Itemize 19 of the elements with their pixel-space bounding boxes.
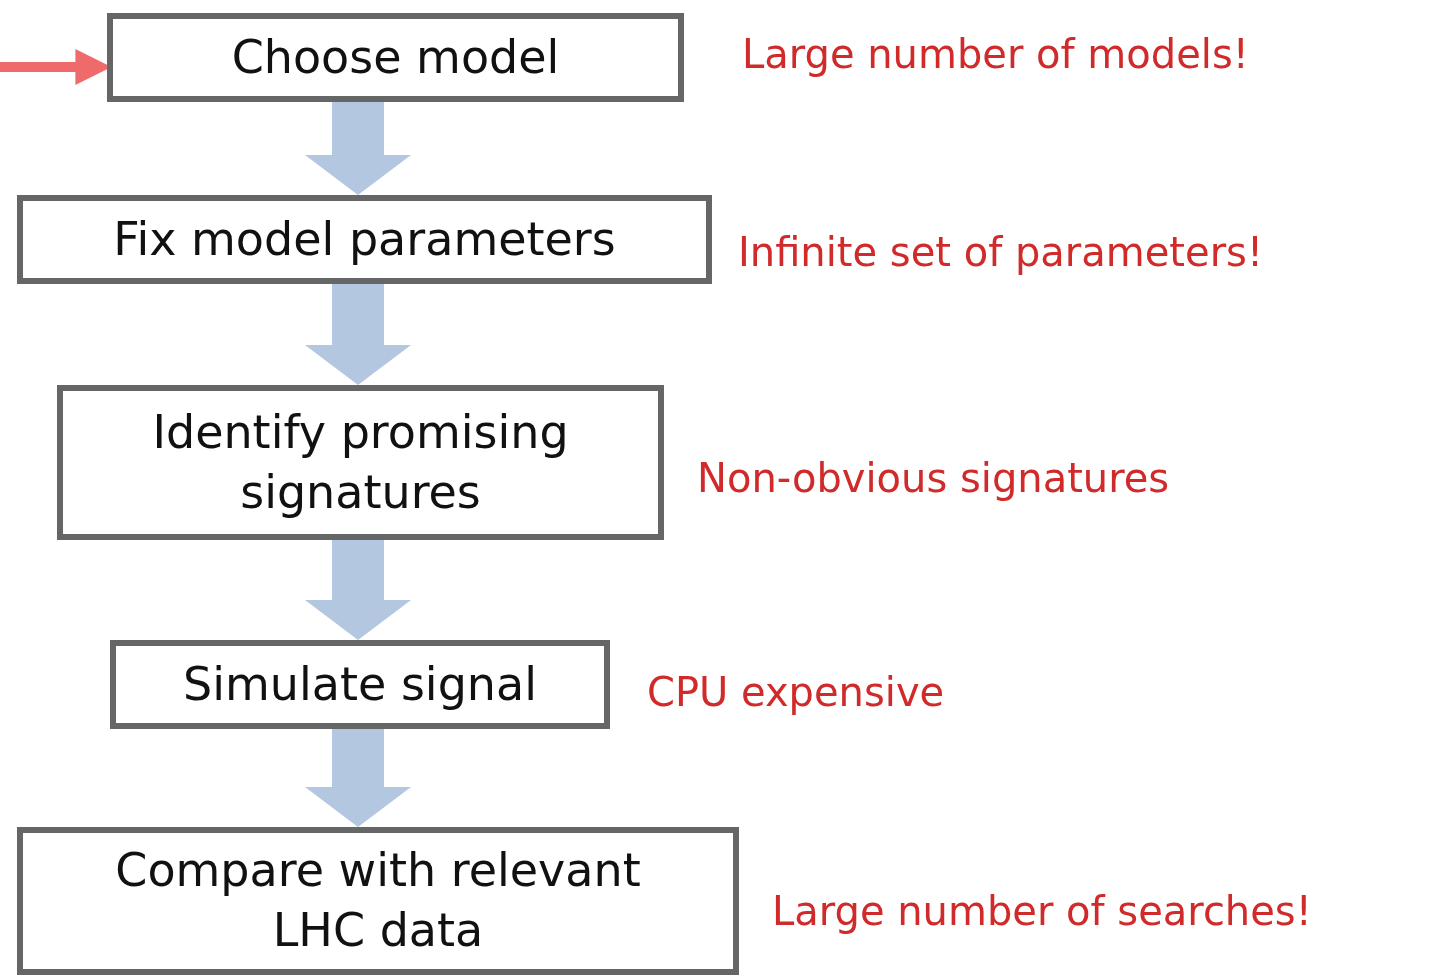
step-text: Simulate signal [182, 655, 538, 713]
step-text: Fix model parameters [112, 210, 617, 268]
process-box [57, 385, 664, 540]
process-box [17, 195, 712, 284]
block-arrow [305, 540, 411, 640]
step-text: Identify promising signatures [151, 403, 570, 521]
note-text: Non-obvious signatures [697, 455, 1170, 501]
note-text: CPU expensive [647, 669, 945, 715]
note-text: Large number of searches! [772, 888, 1312, 934]
note-text: Infinite set of parameters! [738, 229, 1263, 275]
process-box [110, 640, 610, 729]
step-text: Compare with relevant LHC data [114, 842, 642, 959]
block-arrow [305, 284, 411, 385]
process-box [107, 13, 684, 102]
step-text: Choose model [230, 28, 561, 86]
process-box [17, 827, 739, 975]
block-arrow [305, 729, 411, 827]
block-arrow [305, 102, 411, 195]
note-text: Large number of models! [742, 31, 1249, 77]
